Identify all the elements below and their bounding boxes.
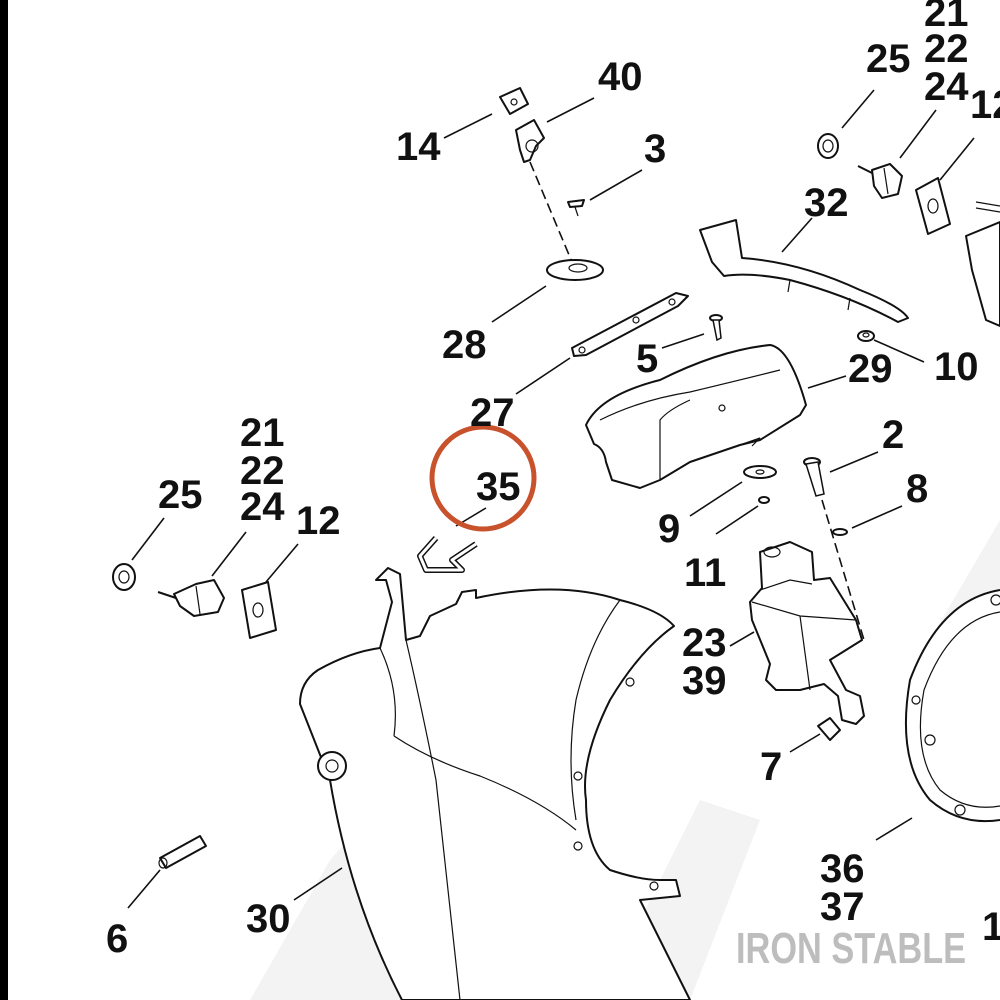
callout-5: 5 (636, 337, 658, 381)
callout-23: 23 (682, 621, 727, 665)
part-27-gasket (571, 292, 689, 357)
callout-21-left: 21 (240, 411, 285, 455)
part-11-nut (758, 496, 770, 504)
callout-8: 8 (906, 467, 928, 511)
part-3-screw (567, 199, 585, 217)
part-32-trim-strip (699, 219, 909, 323)
part-35-wire-clip (417, 536, 478, 573)
part-36-headlight-ring (905, 589, 1000, 823)
part-14-key-plate (499, 87, 529, 115)
callout-25-top: 25 (866, 37, 911, 81)
callout-11: 11 (684, 551, 726, 595)
highlight-circle-part-35 (429, 424, 537, 532)
callout-14: 14 (396, 125, 441, 169)
callout-35: 35 (476, 465, 521, 509)
callout-1: 1 (982, 905, 1000, 949)
part-30-lower-fairing (299, 567, 691, 1000)
dashed-assembly-line-key (529, 161, 573, 263)
part-29-upper-cover (585, 344, 807, 489)
callout-29: 29 (848, 347, 893, 391)
part-8-washer (832, 528, 848, 536)
callout-6: 6 (106, 917, 128, 961)
callout-2: 2 (882, 413, 904, 457)
callout-32: 32 (804, 181, 849, 225)
watermark-text: IRON STABLE (736, 924, 967, 973)
part-5-screw (709, 314, 723, 342)
leader-lines (127, 89, 975, 909)
part-10-nut (857, 330, 875, 342)
callout-27: 27 (470, 391, 515, 435)
callout-21-top: 21 (924, 0, 969, 35)
part-21-switch-top (857, 163, 903, 199)
part-25-washer-left (112, 563, 136, 591)
callout-25-left: 25 (158, 473, 203, 517)
callout-7: 7 (760, 745, 782, 789)
dashed-assembly-line-bolt (821, 499, 865, 641)
callout-12-left: 12 (296, 499, 341, 543)
part-40-key (515, 119, 545, 163)
callout-labels: 40 14 3 28 5 27 35 29 10 32 25 21 22 24 … (106, 0, 1000, 961)
part-7-nut (817, 717, 841, 741)
part-12-plate-left (241, 581, 277, 639)
callout-39: 39 (682, 659, 727, 703)
callout-40: 40 (598, 55, 643, 99)
part-6-pin (158, 835, 207, 869)
callout-3: 3 (644, 127, 666, 171)
callout-12-top: 12 (970, 83, 1000, 127)
callout-22-top: 22 (924, 27, 969, 71)
left-border-bar (0, 0, 8, 1000)
callout-10: 10 (934, 345, 979, 389)
callout-28: 28 (442, 323, 487, 367)
callout-36: 36 (820, 847, 865, 891)
part-23-headlight-housing (749, 541, 865, 725)
callout-9: 9 (658, 507, 680, 551)
callout-37: 37 (820, 885, 865, 929)
callout-24-left: 24 (240, 485, 285, 529)
part-partial-right-component (965, 201, 1000, 327)
callout-30: 30 (246, 897, 291, 941)
callout-24-top: 24 (924, 65, 969, 109)
part-25-washer-top (817, 133, 839, 159)
callout-22-left: 22 (240, 449, 285, 493)
part-9-washer (743, 465, 777, 479)
part-21-switch-left (157, 579, 225, 617)
part-12-plate-top (915, 177, 951, 235)
part-2-bolt (803, 457, 825, 497)
part-28-bezel (546, 259, 604, 281)
